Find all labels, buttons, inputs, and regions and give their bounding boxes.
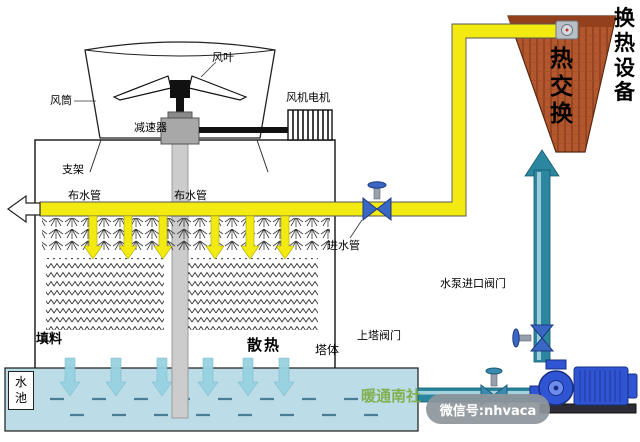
down-arrow: [240, 215, 260, 260]
label-fan-motor: 风机电机: [286, 91, 330, 104]
label-inlet-pipe: 进水管: [327, 239, 360, 252]
fill-packing-left: [46, 258, 164, 330]
label-dist-pipe-left: 布水管: [68, 189, 101, 202]
watermark-brand: 暖通南社: [361, 387, 422, 405]
label-fan-blade: 风叶: [212, 51, 234, 64]
down-arrow: [118, 215, 138, 260]
motor-fins: [579, 370, 621, 402]
down-arrow: [197, 357, 219, 397]
hot-water-arrows: [83, 215, 295, 260]
label-tower-body: 塔体: [315, 343, 340, 357]
exchanger-inlet-flange: [555, 20, 579, 40]
down-arrow: [205, 215, 225, 260]
down-arrow: [59, 357, 81, 397]
label-bracket: 支架: [62, 163, 84, 176]
support-struts: [89, 139, 269, 173]
label-tower-valve: 上塔阀门: [357, 329, 401, 342]
label-fan-duct: 风筒: [50, 94, 72, 107]
drive-link: [199, 127, 289, 133]
fan-shaft: [176, 98, 184, 120]
cold-riser-pipe: [524, 149, 560, 363]
center-drive-shaft: [171, 141, 189, 419]
fan-motor-coils: [292, 110, 329, 140]
label-pool: 水池: [8, 371, 34, 411]
fan-cowl-rim: [84, 49, 276, 57]
fan-assembly: [84, 41, 333, 145]
down-arrow: [237, 357, 259, 397]
watermark-wechat-badge: 微信号:nhvaca: [426, 394, 550, 424]
fan-hub: [170, 80, 190, 98]
down-arrow: [83, 215, 103, 260]
left-flow-arrow: [6, 194, 41, 224]
pump-outlet: [545, 359, 567, 370]
motor-end-cap: [627, 373, 638, 399]
fill-packing-right: [188, 258, 318, 330]
label-filler: 填料: [36, 332, 63, 347]
inlet-pipe-valve: [362, 181, 392, 222]
label-pump-inlet-valve: 水泵进口阀门: [440, 277, 506, 290]
watermark-wechat-text: 微信号:nhvaca: [439, 403, 537, 419]
fan-motor-box: [287, 109, 333, 141]
down-arrow: [105, 357, 127, 397]
cold-water-arrows: [59, 357, 295, 397]
down-arrow: [151, 357, 173, 397]
label-heat-exchange: 热交换: [550, 46, 573, 128]
riser-pipe-highlight: [537, 172, 541, 360]
label-reducer: 减速器: [134, 121, 167, 134]
pump-shaft-dot: [553, 385, 559, 391]
label-hx-equipment: 换热设备: [614, 6, 635, 105]
riser-valve: [512, 324, 555, 352]
down-arrow: [275, 215, 295, 260]
leader-lines: [74, 61, 363, 239]
down-arrow: [273, 357, 295, 397]
label-dist-pipe-right: 布水管: [174, 189, 207, 202]
label-heat-dissipation: 散热: [247, 336, 282, 354]
down-arrow: [153, 215, 173, 260]
